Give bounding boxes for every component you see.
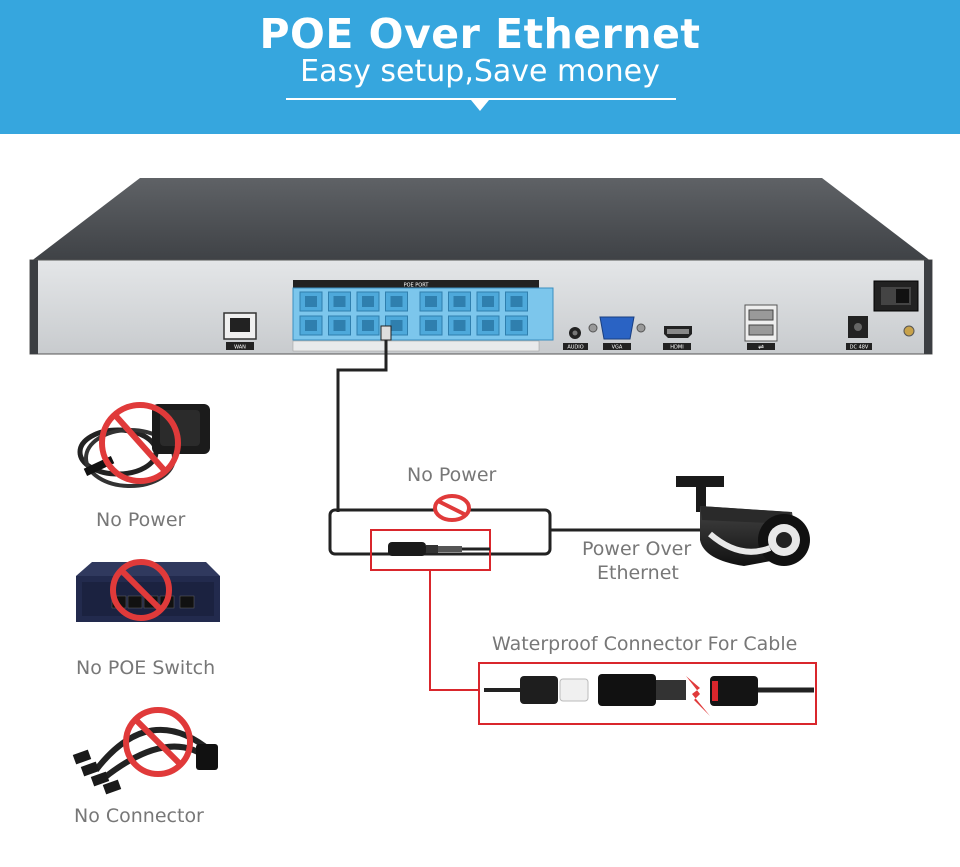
dc-label: DC 48V xyxy=(850,345,869,351)
hdmi-label: HDMI xyxy=(670,345,683,351)
power-switch xyxy=(873,280,919,312)
power-over-ethernet-label-line2: Ethernet xyxy=(597,562,679,584)
poe-port-socket-inner xyxy=(362,296,374,307)
ethernet-cable xyxy=(328,325,720,556)
poe-port-socket-inner xyxy=(510,296,523,307)
usb-icon: ⇌ xyxy=(758,343,764,351)
poe-port-socket-inner xyxy=(305,296,317,307)
ground-screw-icon xyxy=(903,325,915,337)
hdmi-port: HDMI xyxy=(663,326,692,351)
nvr-device: WAN POE PORT AUDIO VGA xyxy=(29,178,933,355)
poe-port-socket-inner xyxy=(482,320,494,331)
wan-port: WAN xyxy=(223,312,257,351)
splitter-cable-image xyxy=(72,707,218,795)
no-power-cable-label: No Power xyxy=(407,464,497,486)
poe-port-socket-inner xyxy=(333,296,346,307)
waterproof-connector xyxy=(478,662,817,725)
rj45-connector-highlight xyxy=(370,529,491,571)
poe-port-grid xyxy=(299,291,528,336)
connector-callout-line xyxy=(429,570,480,691)
banner-divider xyxy=(286,98,676,100)
no-connector-label: No Connector xyxy=(74,805,204,827)
no-power-prohibit-icon xyxy=(433,494,471,522)
poe-port-socket-inner xyxy=(390,296,403,307)
poe-port-label: POE PORT xyxy=(404,283,430,289)
bullet-camera xyxy=(676,476,810,566)
waterproof-connector-label: Waterproof Connector For Cable xyxy=(492,633,798,655)
header-banner: POE Over Ethernet Easy setup,Save money xyxy=(0,0,960,134)
poe-port-socket-inner xyxy=(333,320,346,331)
poe-port-socket-inner xyxy=(362,320,374,331)
poe-port-block: POE PORT xyxy=(292,280,554,352)
poe-port-socket-inner xyxy=(453,320,466,331)
usb-ports: ⇌ xyxy=(744,304,778,351)
audio-port: AUDIO xyxy=(563,327,588,351)
network-switch-image xyxy=(76,559,220,622)
poe-port-socket-inner xyxy=(305,320,317,331)
audio-label: AUDIO xyxy=(567,345,583,351)
vga-port: VGA xyxy=(588,316,646,351)
power-over-ethernet-label-line1: Power Over xyxy=(582,538,692,560)
poe-port-socket-inner xyxy=(425,296,437,307)
banner-arrow-icon xyxy=(471,100,489,111)
poe-port-socket-inner xyxy=(482,296,494,307)
dc-power-port: DC 48V xyxy=(846,316,872,351)
wan-label: WAN xyxy=(234,345,246,351)
poe-port-socket-inner xyxy=(510,320,523,331)
banner-title: POE Over Ethernet xyxy=(259,10,701,58)
poe-port-socket-inner xyxy=(453,296,466,307)
banner-subtitle: Easy setup,Save money xyxy=(300,54,660,89)
vga-label: VGA xyxy=(612,345,623,351)
poe-port-socket-inner xyxy=(390,320,403,331)
poe-port-socket-inner xyxy=(425,320,437,331)
power-adapter-image xyxy=(77,402,210,488)
no-poe-switch-label: No POE Switch xyxy=(76,657,216,679)
no-power-adapter-label: No Power xyxy=(96,509,186,531)
